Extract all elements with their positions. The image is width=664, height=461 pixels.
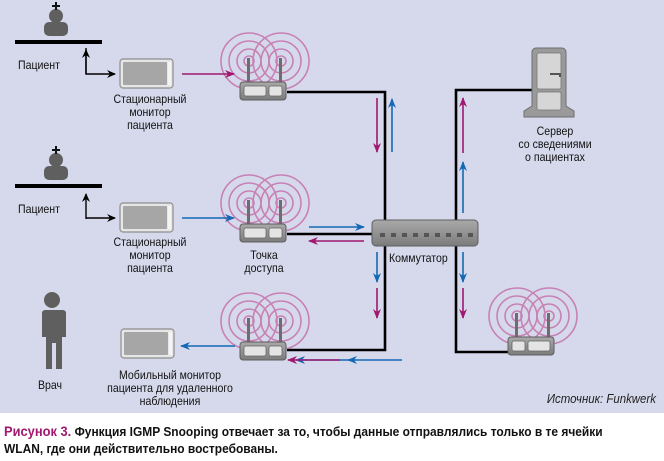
patient-2-label: Пациент	[18, 202, 60, 216]
patient-1-link	[85, 48, 116, 78]
access-point-4-icon	[488, 287, 578, 356]
access-point-label: Точка доступа	[244, 248, 284, 275]
doctor-icon	[41, 292, 66, 369]
monitor-1-icon	[119, 58, 174, 89]
patient-1-icon	[15, 2, 102, 44]
mobile-monitor-label: Мобильный монитор пациента для удаленног…	[107, 368, 233, 408]
network-diagram	[15, 2, 578, 369]
monitor-1-label: Стационарный монитор пациента	[113, 92, 187, 132]
doctor-label: Врач	[38, 378, 63, 392]
mobile-monitor-icon	[120, 328, 175, 359]
server-label: Сервер со сведениями о пациентах	[518, 124, 592, 164]
monitor-2-icon	[119, 202, 174, 233]
source-credit: Источник: Funkwerk	[546, 391, 656, 406]
monitor-2-label: Стационарный монитор пациента	[113, 235, 187, 275]
network-switch-icon	[371, 219, 479, 247]
figure-label: Рисунок 3.	[4, 423, 72, 439]
access-point-2-icon	[220, 174, 310, 243]
caption-text: Функция IGMP Snooping отвечает за то, чт…	[4, 424, 603, 456]
figure-caption: Рисунок 3. Функция IGMP Snooping отвечае…	[4, 423, 630, 457]
switch-label: Коммутатор	[389, 251, 448, 265]
wired-links	[287, 88, 538, 354]
patient-2-icon	[15, 146, 102, 188]
patient-1-label: Пациент	[18, 58, 60, 72]
access-point-1-icon	[220, 32, 310, 101]
server-icon	[523, 47, 575, 118]
